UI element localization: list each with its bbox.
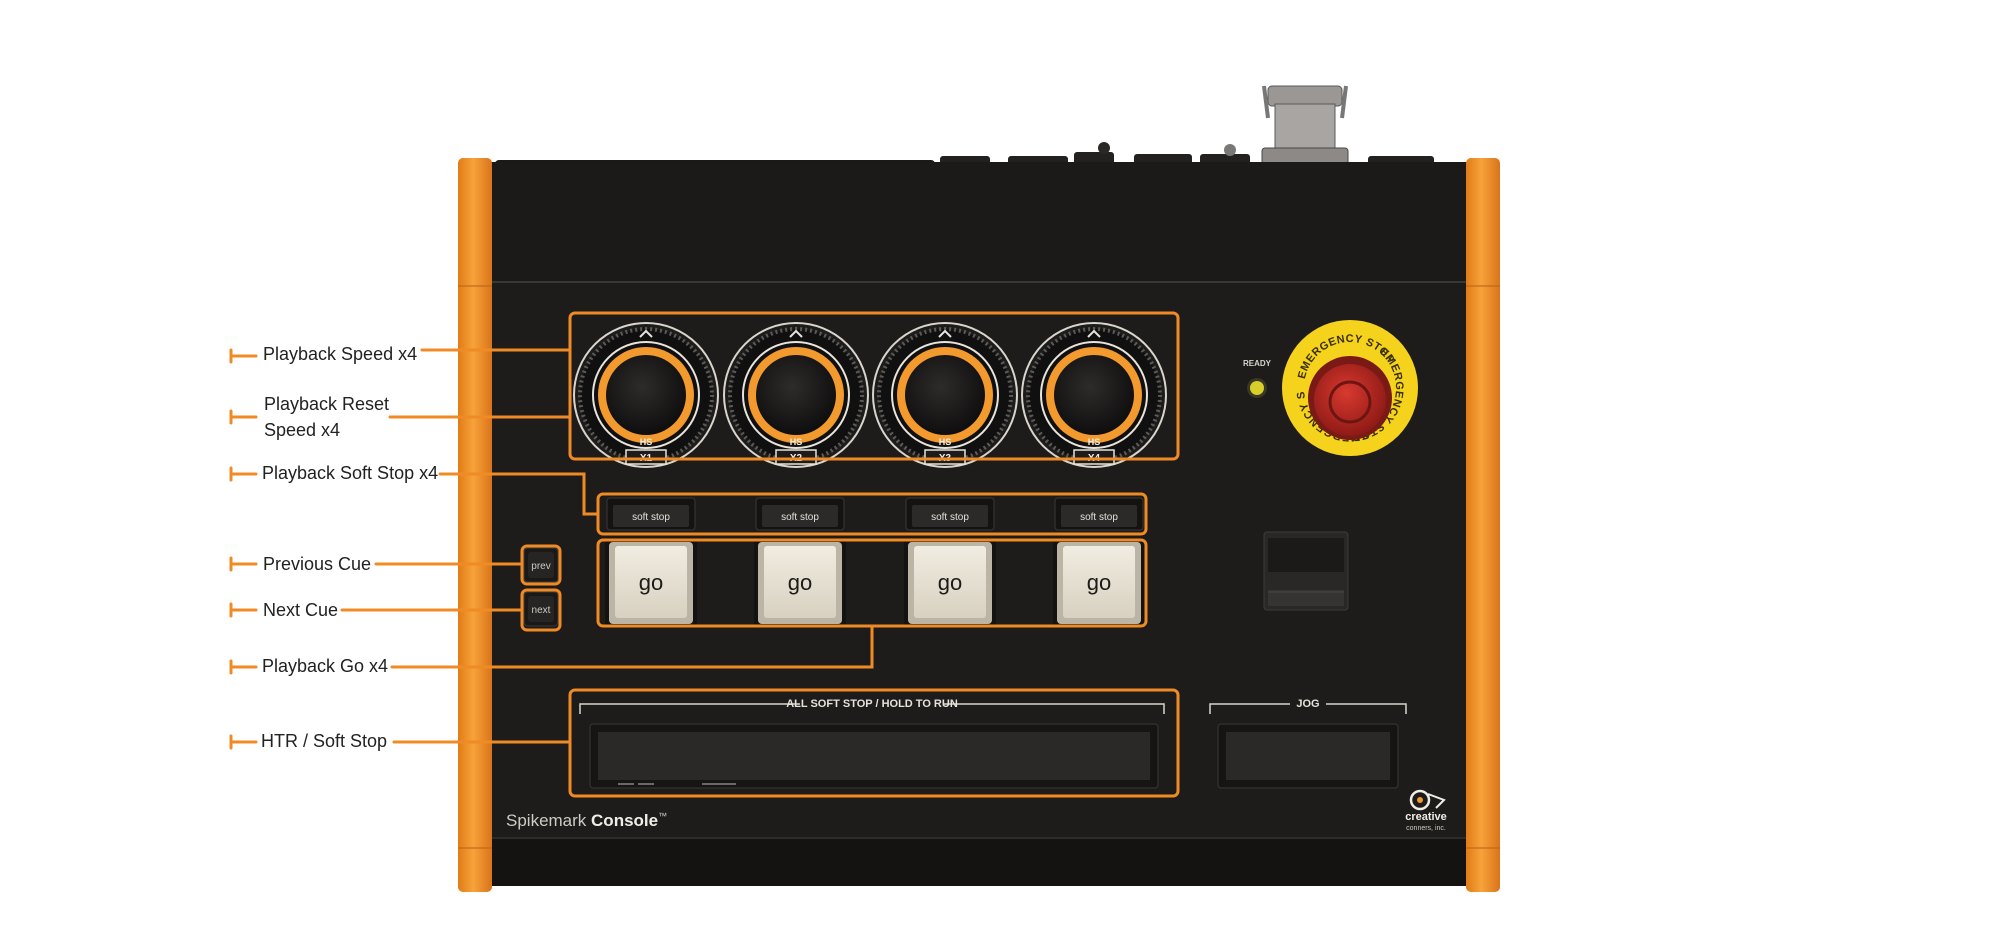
ready-label: READY <box>1243 359 1272 368</box>
go-button[interactable]: go <box>754 540 846 626</box>
callout-playback-go-text: Playback Go x4 <box>262 656 389 676</box>
jog-section: JOG <box>1209 696 1407 789</box>
left-rail <box>458 158 492 892</box>
ready-indicator: READY <box>1243 359 1272 398</box>
next-button[interactable]: next <box>523 591 559 627</box>
jog-label: JOG <box>1296 698 1319 710</box>
chevron-up-icon <box>938 329 952 338</box>
logo-top: creative <box>1405 811 1447 823</box>
callout-overlay <box>229 311 1180 798</box>
brand: Spikemark Console™ <box>506 811 667 830</box>
go-button[interactable]: go <box>605 540 697 626</box>
go-label: go <box>1087 570 1111 595</box>
go-button[interactable]: go <box>1053 540 1145 626</box>
callout-playback-soft-stop-text: Playback Soft Stop x4 <box>262 463 439 483</box>
multipin-connector <box>1261 85 1349 169</box>
callout-playback-reset-speed-text: Playback Reset Speed x4 <box>264 394 390 440</box>
callout-htr-soft-stop-text: HTR / Soft Stop <box>261 731 388 751</box>
brand-bold: Console <box>591 811 658 830</box>
chevron-up-icon <box>1087 329 1101 338</box>
knob-mark: HS <box>640 437 653 447</box>
soft-stop-button[interactable]: soft stop <box>755 497 845 531</box>
prev-label: prev <box>531 561 550 572</box>
go-label: go <box>938 570 962 595</box>
jog-bar[interactable] <box>1217 723 1399 789</box>
logo-bottom: conners, inc. <box>1406 825 1446 832</box>
go-button[interactable]: go <box>904 540 996 626</box>
creative-conners-logo: creative conners, inc. <box>1405 789 1447 832</box>
htr-section: ALL SOFT STOP / HOLD TO RUN <box>579 696 1165 789</box>
chevron-up-icon <box>789 329 803 338</box>
brand-tm: ™ <box>658 811 667 821</box>
knob-mark: HS <box>939 437 952 447</box>
creative-conners-logo-icon <box>1409 789 1446 811</box>
right-rail <box>1466 158 1500 892</box>
speed-box <box>568 311 1180 461</box>
jog-switch[interactable] <box>1263 531 1349 611</box>
soft-stop-button[interactable]: soft stop <box>905 497 995 531</box>
go-label: go <box>639 570 663 595</box>
prev-button[interactable]: prev <box>523 547 559 583</box>
callout-next-cue-text: Next Cue <box>263 600 339 620</box>
brand-light: Spikemark <box>506 811 591 830</box>
brand-name: Spikemark Console™ <box>506 811 667 830</box>
soft-stop-label: soft stop <box>931 512 969 523</box>
chevron-up-icon <box>639 329 653 338</box>
soft-stop-label: soft stop <box>632 512 670 523</box>
knob-mark: HS <box>790 437 803 447</box>
soft-stop-label: soft stop <box>781 512 819 523</box>
htr-label: ALL SOFT STOP / HOLD TO RUN <box>786 698 958 710</box>
callout-previous-cue-text: Previous Cue <box>263 554 372 574</box>
knob-mark: HS <box>1088 437 1101 447</box>
top-connectors <box>495 85 1434 172</box>
go-label: go <box>788 570 812 595</box>
callout-playback-speed-text: Playback Speed x4 <box>263 344 418 364</box>
soft-stop-button[interactable]: soft stop <box>606 497 696 531</box>
soft-stop-button[interactable]: soft stop <box>1054 497 1144 531</box>
next-label: next <box>532 605 551 616</box>
soft-stop-label: soft stop <box>1080 512 1118 523</box>
playback-key-row: soft stop soft stop soft stop soft stop go go… <box>605 497 1145 626</box>
htr-soft-stop-bar[interactable] <box>589 723 1159 789</box>
